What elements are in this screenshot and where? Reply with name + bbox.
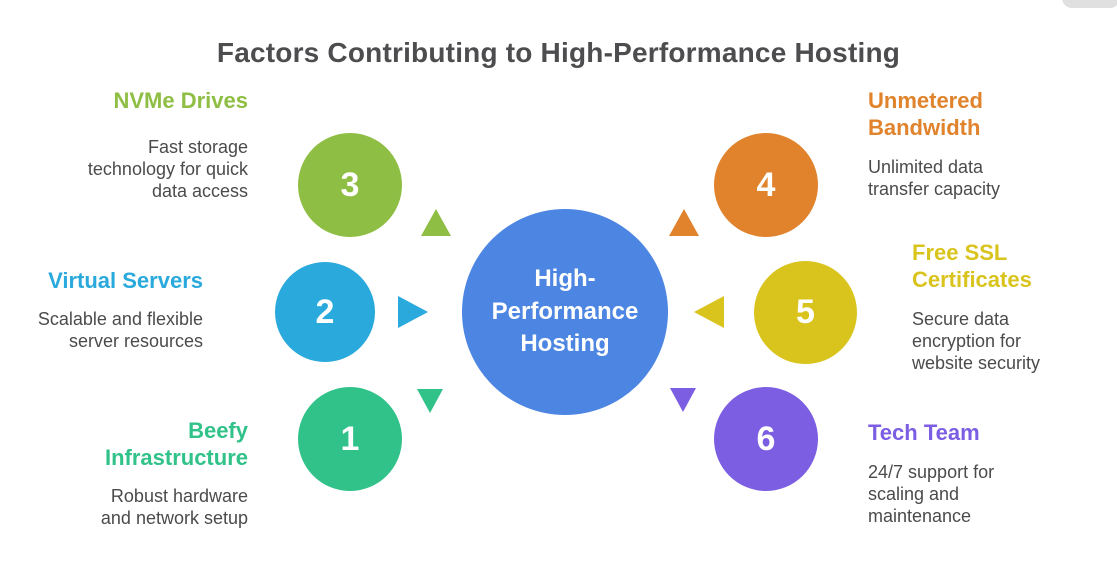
arrow-down-icon-tech xyxy=(670,388,696,412)
factor-description-free-ssl-certificates: Secure data encryption for website secur… xyxy=(912,308,1041,374)
page-title: Factors Contributing to High-Performance… xyxy=(216,36,901,68)
factor-heading-nvme-drives: NVMe Drives xyxy=(113,88,248,113)
arrow-up-icon-nvme xyxy=(421,209,451,236)
factor-circle-5: 5 xyxy=(754,261,857,364)
factor-number-4: 4 xyxy=(756,165,776,204)
factor-description-tech-team: 24/7 support for scaling and maintenance xyxy=(868,461,995,527)
factor-text-tech-team: Tech Team 24/7 support for scaling and m… xyxy=(868,420,1078,528)
factor-description-unmetered-bandwidth: Unlimited data transfer capacity xyxy=(868,156,1001,199)
central-hub-label-line-3: Hosting xyxy=(520,330,610,358)
factor-circle-1: 1 xyxy=(298,387,402,491)
factor-heading-virtual-servers: Virtual Servers xyxy=(48,268,203,293)
central-hub-label: High- Performance Hosting xyxy=(492,263,639,360)
factor-heading-unmetered-bandwidth: Unmetered Bandwidth xyxy=(868,88,983,140)
central-hub-circle: High- Performance Hosting xyxy=(462,209,668,415)
factor-number-6: 6 xyxy=(756,419,776,458)
factor-text-nvme-drives: NVMe Drives Fast storage technology for … xyxy=(38,88,248,203)
factor-text-unmetered-bandwidth: Unmetered Bandwidth Unlimited data trans… xyxy=(868,88,1078,200)
factor-heading-tech-team: Tech Team xyxy=(868,420,980,445)
factor-text-beefy-infrastructure: Beefy Infrastructure Robust hardware and… xyxy=(38,418,248,529)
corner-pill-decoration xyxy=(1062,0,1117,8)
arrow-up-icon-unmetered xyxy=(669,209,699,236)
central-hub-label-line-2: Performance xyxy=(491,297,639,325)
factor-number-5: 5 xyxy=(796,293,815,331)
central-hub-label-line-1: High- xyxy=(534,265,596,293)
arrow-down-icon-beefy xyxy=(417,389,443,413)
factor-circle-6: 6 xyxy=(714,387,818,491)
factor-text-free-ssl-certificates: Free SSL Certificates Secure data encryp… xyxy=(912,240,1112,375)
factor-heading-beefy-infrastructure: Beefy Infrastructure xyxy=(104,418,248,470)
factor-description-nvme-drives: Fast storage technology for quick data a… xyxy=(87,136,248,202)
factor-circle-2: 2 xyxy=(275,262,375,362)
arrow-left-icon-ssl xyxy=(694,296,724,328)
arrow-right-icon-virtual xyxy=(398,296,428,328)
factor-circle-3: 3 xyxy=(298,133,402,237)
factor-number-3: 3 xyxy=(340,165,360,204)
factor-description-beefy-infrastructure: Robust hardware and network setup xyxy=(100,485,248,528)
factor-circle-4: 4 xyxy=(714,133,818,237)
factor-description-virtual-servers: Scalable and flexible server resources xyxy=(37,308,203,352)
factor-heading-free-ssl-certificates: Free SSL Certificates xyxy=(912,240,1032,292)
factor-number-2: 2 xyxy=(315,292,335,331)
factor-text-virtual-servers: Virtual Servers Scalable and flexible se… xyxy=(0,268,203,352)
factor-number-1: 1 xyxy=(340,419,360,458)
